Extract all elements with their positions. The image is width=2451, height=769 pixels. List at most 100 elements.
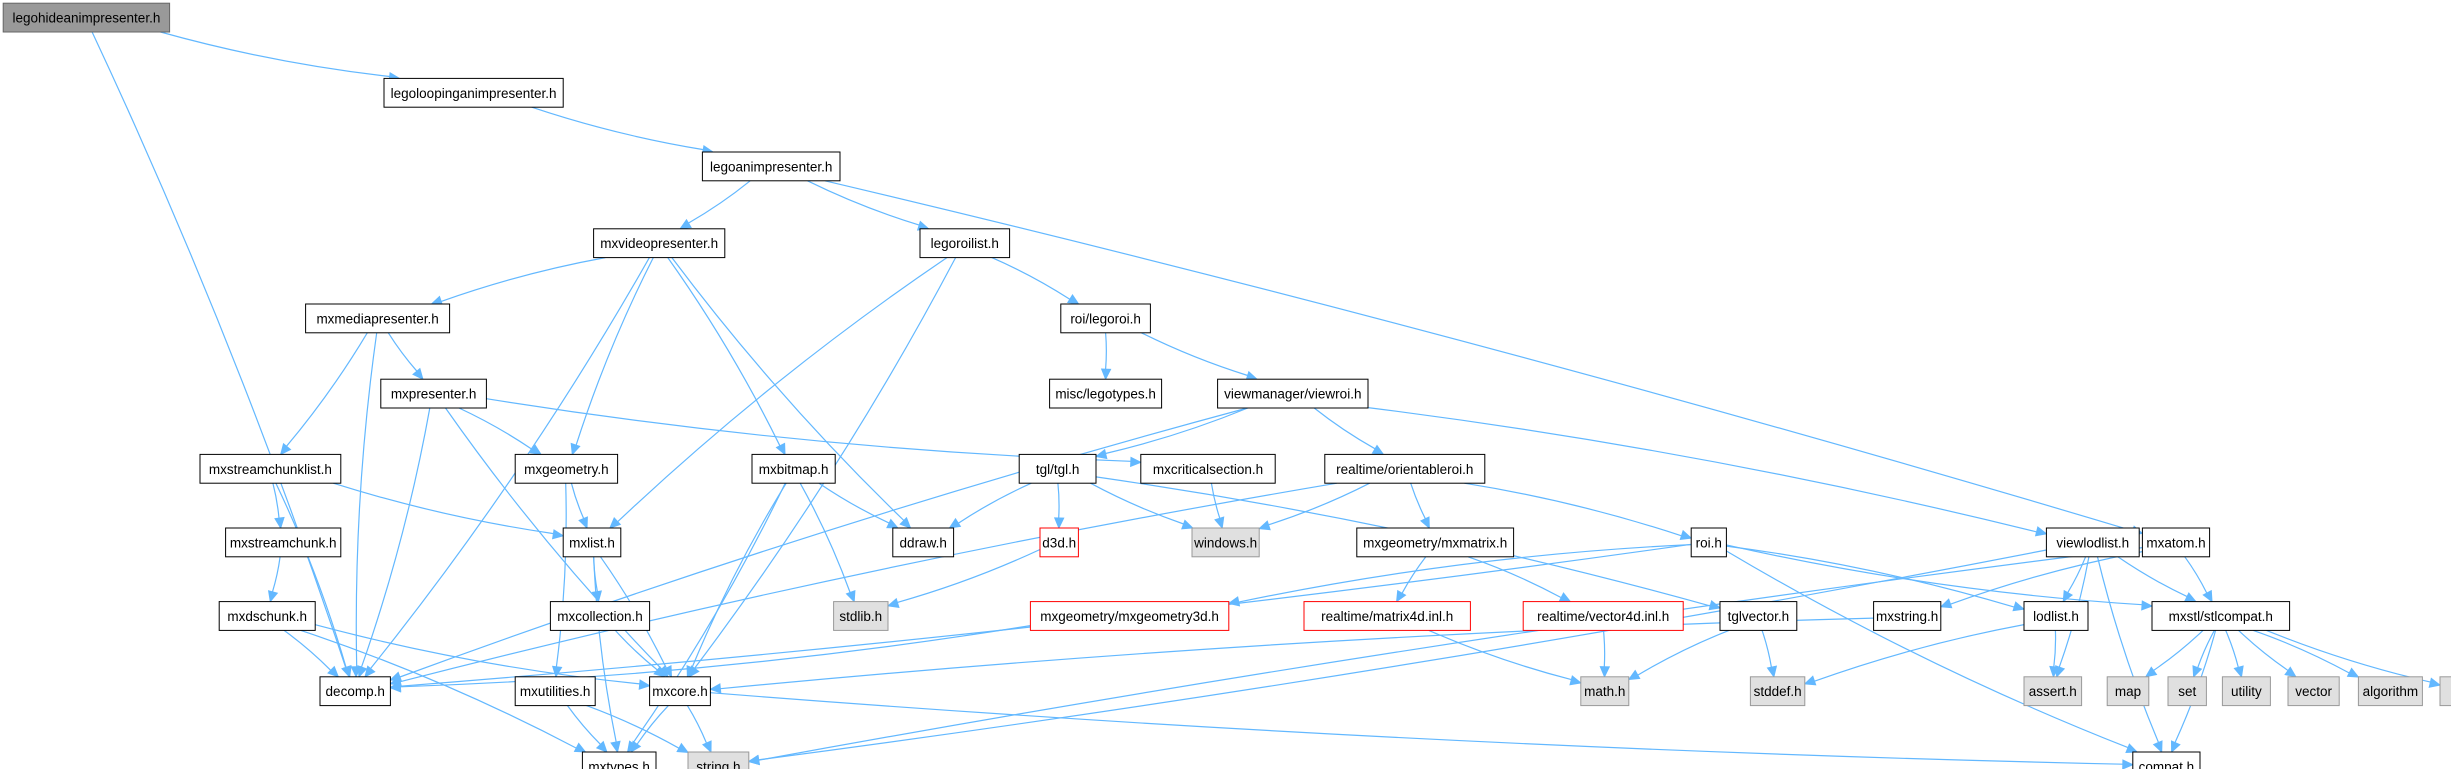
- node-label: realtime/vector4d.inl.h: [1537, 609, 1669, 624]
- node-compat[interactable]: compat.h: [2132, 751, 2201, 769]
- edge-arrowhead: [551, 665, 563, 679]
- edge-arrowhead: [2202, 589, 2213, 603]
- node-label: d3d.h: [1042, 535, 1076, 550]
- node-mxcriticalsection[interactable]: mxcriticalsection.h: [1140, 453, 1276, 484]
- node-misc-legotypes[interactable]: misc/legotypes.h: [1049, 378, 1163, 409]
- edge-line: [458, 407, 533, 450]
- edge-viewlodlist-to-string: [747, 549, 2047, 766]
- node-viewmanager-viewroi[interactable]: viewmanager/viewroi.h: [1217, 378, 1369, 409]
- node-mxstreamchunklist[interactable]: mxstreamchunklist.h: [199, 453, 342, 484]
- node-stddef: stddef.h: [1749, 676, 1806, 707]
- node-mxcore[interactable]: mxcore.h: [649, 676, 711, 707]
- edge-mxstreamchunklist-to-mxlist: [333, 482, 565, 540]
- node-legohideanimpresenter[interactable]: legohideanimpresenter.h: [2, 2, 171, 33]
- node-legoanimpresenter[interactable]: legoanimpresenter.h: [701, 151, 841, 182]
- edge-tgl_tgl-to-ddraw: [948, 482, 1032, 529]
- edge-mxdschunk-to-decomp: [283, 629, 340, 678]
- node-mxdschunk[interactable]: mxdschunk.h: [218, 601, 316, 631]
- node-mxlist[interactable]: mxlist.h: [562, 527, 622, 558]
- node-assert: assert.h: [2023, 676, 2083, 707]
- node-mxgeometry-mxgeometry3d[interactable]: mxgeometry/mxgeometry3d.h: [1029, 601, 1230, 631]
- edge-arrowhead: [948, 517, 962, 529]
- node-roi-legoroi[interactable]: roi/legoroi.h: [1060, 303, 1151, 334]
- node-mxtypes[interactable]: mxtypes.h: [581, 751, 657, 769]
- node-legoroilist[interactable]: legoroilist.h: [919, 228, 1011, 259]
- node-mxgeometry-mxmatrix[interactable]: mxgeometry/mxmatrix.h: [1356, 527, 1515, 558]
- edge-arrowhead: [899, 516, 912, 529]
- edge-legohideanimpresenter-to-decomp: [91, 31, 352, 678]
- edge-line: [2096, 556, 2160, 743]
- edge-line: [593, 556, 617, 743]
- node-realtime-orientableroi[interactable]: realtime/orientableroi.h: [1324, 453, 1486, 484]
- node-tgl-tgl[interactable]: tgl/tgl.h: [1018, 453, 1097, 484]
- edge-line: [818, 482, 890, 524]
- node-roi[interactable]: roi.h: [1690, 527, 1727, 558]
- edge-arrowhead: [2141, 600, 2154, 611]
- node-label: assert.h: [2029, 684, 2077, 699]
- edge-legoloopinganimpresenter-to-legoanimpresenter: [531, 106, 715, 156]
- node-decomp[interactable]: decomp.h: [319, 676, 391, 707]
- node-label: viewmanager/viewroi.h: [1224, 387, 1361, 402]
- edge-realtime_orientableroi-to-mxgeometry_mxmatrix: [1410, 483, 1430, 530]
- edge-arrowhead: [1214, 516, 1225, 530]
- edge-arrowhead: [1939, 598, 1953, 609]
- edge-arrowhead: [1558, 592, 1572, 603]
- edge-arrowhead: [2346, 667, 2360, 678]
- node-algorithm: algorithm: [2357, 676, 2423, 707]
- edge-arrowhead: [1569, 675, 1582, 686]
- edge-mxutilities-to-mxtypes: [567, 705, 608, 753]
- node-map: map: [2106, 676, 2150, 707]
- node-box: [687, 751, 750, 769]
- node-mxstreamchunk[interactable]: mxstreamchunk.h: [225, 527, 342, 558]
- node-mxmediapresenter[interactable]: mxmediapresenter.h: [305, 303, 451, 334]
- edge-arrowhead: [551, 529, 565, 540]
- node-mxstl-stlcompat[interactable]: mxstl/stlcompat.h: [2151, 601, 2291, 631]
- node-box: [380, 378, 487, 409]
- node-stdlib: stdlib.h: [833, 601, 889, 631]
- node-mxatom[interactable]: mxatom.h: [2141, 527, 2211, 558]
- node-ddraw[interactable]: ddraw.h: [892, 527, 955, 558]
- edge-line: [758, 549, 2047, 761]
- edge-arrowhead: [1066, 293, 1080, 305]
- node-box: [2132, 751, 2201, 769]
- node-label: mxgeometry/mxmatrix.h: [1363, 535, 1507, 550]
- node-mxutilities[interactable]: mxutilities.h: [514, 676, 596, 707]
- edge-arrowhead: [267, 590, 279, 603]
- node-realtime-vector4d[interactable]: realtime/vector4d.inl.h: [1522, 601, 1684, 631]
- node-mxstring[interactable]: mxstring.h: [1873, 601, 1942, 631]
- edge-arrowhead: [529, 444, 543, 456]
- edge-arrowhead: [2284, 666, 2297, 678]
- node-mxbitmap[interactable]: mxbitmap.h: [751, 453, 836, 484]
- node-label: mxlist.h: [569, 535, 615, 550]
- edge-mxpresenter-to-mxgeometry: [458, 407, 543, 456]
- edge-line: [614, 629, 658, 671]
- node-mxgeometry[interactable]: mxgeometry.h: [514, 453, 619, 484]
- node-realtime-matrix4d[interactable]: realtime/matrix4d.inl.h: [1303, 601, 1471, 631]
- edge-mxcriticalsection-to-windows: [1210, 483, 1225, 530]
- node-legoloopinganimpresenter[interactable]: legoloopinganimpresenter.h: [383, 77, 564, 108]
- node-label: legoanimpresenter.h: [710, 159, 832, 174]
- node-tglvector[interactable]: tglvector.h: [1719, 601, 1798, 631]
- node-box: [1356, 527, 1515, 558]
- edge-arrowhead: [327, 665, 340, 678]
- node-box: [833, 601, 889, 631]
- edge-mxgeometry-to-mxutilities: [551, 483, 567, 679]
- node-label: mxcollection.h: [557, 609, 643, 624]
- node-d3d[interactable]: d3d.h: [1039, 527, 1079, 558]
- node-box: [514, 676, 596, 707]
- edge-line: [1464, 482, 1682, 537]
- edge-mxdschunk-to-mxcore: [315, 624, 651, 690]
- node-lodlist[interactable]: lodlist.h: [2023, 601, 2089, 631]
- node-box: [2151, 601, 2291, 631]
- edge-line: [555, 483, 567, 667]
- node-mxvideopresenter[interactable]: mxvideopresenter.h: [593, 228, 726, 259]
- edge-line: [617, 257, 948, 523]
- node-mxpresenter[interactable]: mxpresenter.h: [380, 378, 487, 409]
- edge-line: [387, 332, 418, 372]
- edge-line: [2238, 629, 2289, 671]
- node-viewlodlist[interactable]: viewlodlist.h: [2045, 527, 2140, 558]
- edge-mxstring-to-mxcore: [709, 617, 1874, 694]
- edge-arrowhead: [2192, 665, 2203, 678]
- edge-arrowhead: [1679, 529, 1693, 540]
- node-mxcollection[interactable]: mxcollection.h: [549, 601, 651, 631]
